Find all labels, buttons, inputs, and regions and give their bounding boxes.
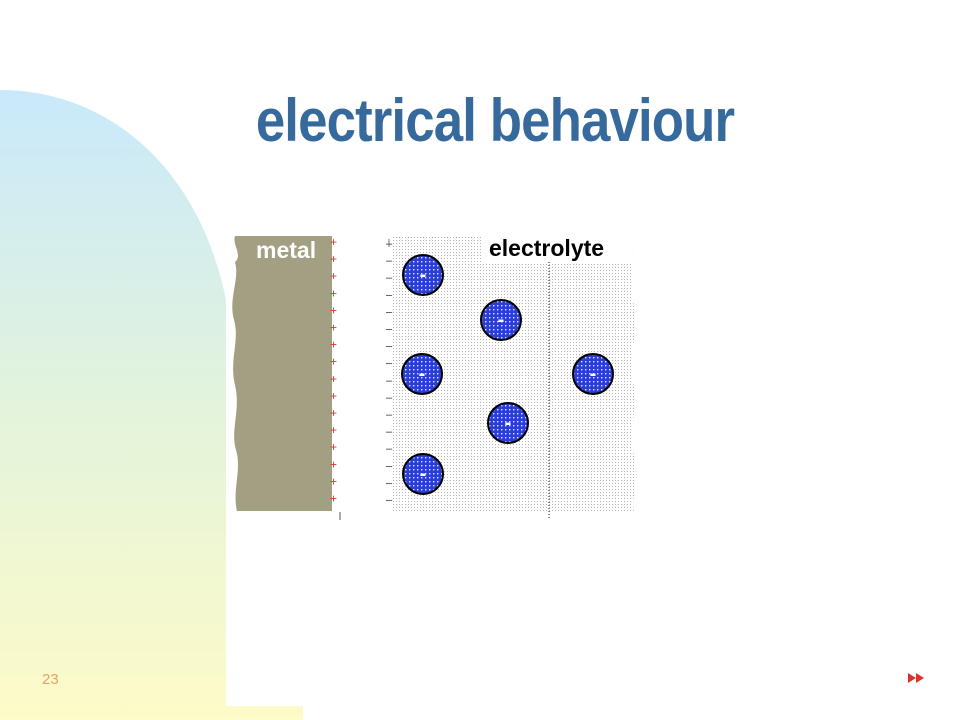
positive-charge: + <box>330 303 337 317</box>
anion-charge-sign: - <box>590 363 597 385</box>
negative-charge: – <box>386 375 393 387</box>
positive-charge: + <box>330 372 337 386</box>
negative-charge: – <box>386 477 393 489</box>
negative-charge: – <box>386 255 393 267</box>
positive-charge: + <box>330 440 337 454</box>
anion: - <box>480 299 522 341</box>
negative-charge: – <box>386 409 393 421</box>
page-number: 23 <box>42 671 59 688</box>
positive-charge: + <box>330 457 337 471</box>
positive-charge: + <box>330 492 337 506</box>
positive-charge: + <box>330 355 337 369</box>
electrolyte-region <box>393 237 637 511</box>
counter-negative-charges: – – – – – – – – – – – – – – – – <box>386 238 393 507</box>
positive-charge: + <box>330 389 337 403</box>
negative-charge: – <box>386 443 393 455</box>
positive-charge: + <box>330 286 337 300</box>
negative-charge: – <box>386 392 393 404</box>
positive-charge: + <box>330 423 337 437</box>
positive-charge: + <box>330 338 337 352</box>
positive-charge: + <box>330 235 337 249</box>
anion-charge-sign: - <box>419 363 426 385</box>
positive-charge: + <box>330 474 337 488</box>
anion-charge-sign: - <box>498 309 505 331</box>
negative-charge: – <box>386 238 393 250</box>
negative-charge: – <box>386 426 393 438</box>
surface-positive-charges: + + + + + + + + + + + + + + + + <box>330 235 337 506</box>
negative-charge: – <box>386 460 393 472</box>
solvated-anions: - - - - - - <box>401 254 614 495</box>
anion-charge-sign: - <box>505 412 512 434</box>
anion-charge-sign: - <box>420 264 427 286</box>
negative-charge: – <box>386 495 393 507</box>
anion-charge-sign: - <box>420 463 427 485</box>
electrolyte-label-backdrop <box>482 236 632 262</box>
negative-charge: – <box>386 324 393 336</box>
positive-charge: + <box>330 406 337 420</box>
positive-charge: + <box>330 252 337 266</box>
anion: - <box>402 254 444 296</box>
negative-charge: – <box>386 358 393 370</box>
slide-title: electrical behaviour <box>255 87 735 154</box>
anion: - <box>402 453 444 495</box>
negative-charge: – <box>386 289 393 301</box>
anion: - <box>487 402 529 444</box>
negative-charge: – <box>386 272 393 284</box>
anion: - <box>401 353 443 395</box>
anion: - <box>572 353 614 395</box>
fast-forward-icon[interactable] <box>906 671 928 685</box>
metal-label: metal <box>256 237 316 263</box>
metal-electrode <box>232 236 332 511</box>
electrolyte-label: electrolyte <box>489 235 604 261</box>
negative-charge: – <box>386 306 393 318</box>
positive-charge: + <box>330 269 337 283</box>
negative-charge: – <box>386 341 393 353</box>
positive-charge: + <box>330 321 337 335</box>
